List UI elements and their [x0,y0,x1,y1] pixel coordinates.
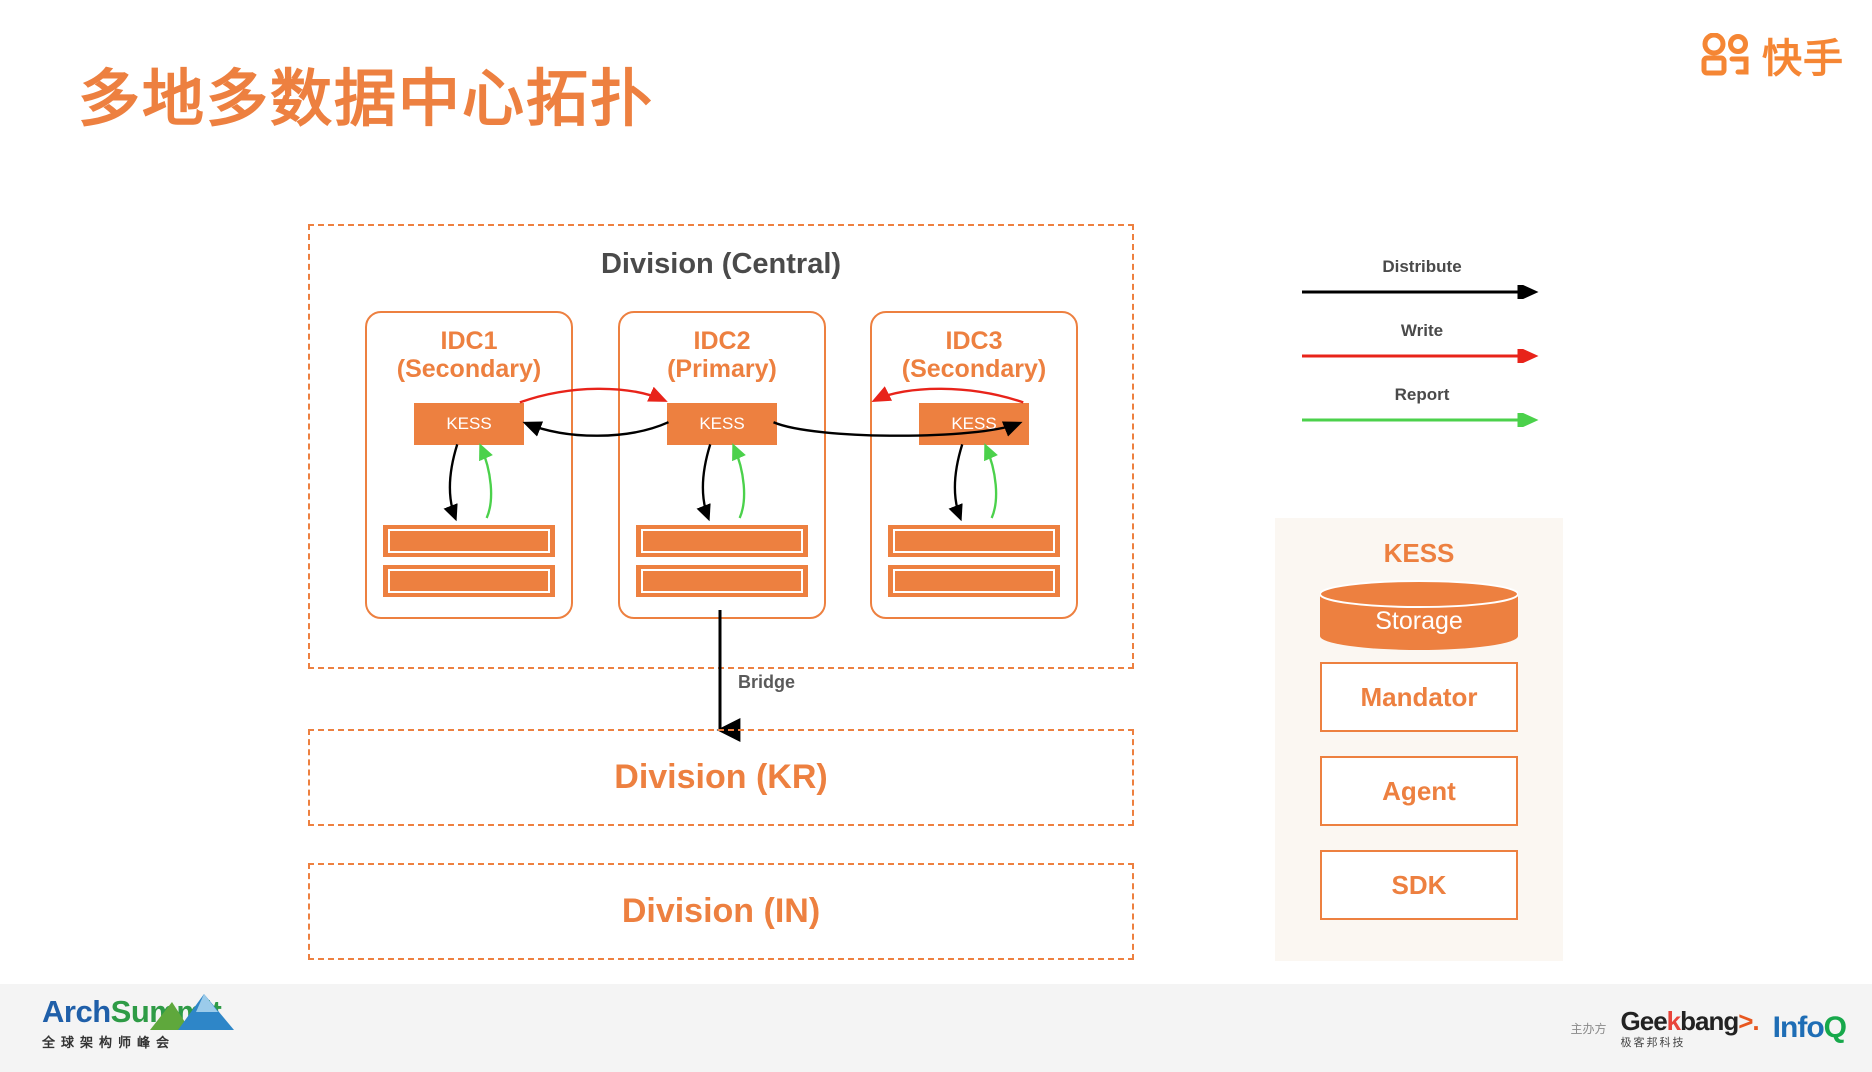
bridge-arrow [716,610,741,742]
legend-arrow-report [1302,410,1539,430]
distribute-arrow-2 [696,444,712,522]
report-arrow-2 [732,443,746,519]
idc-box-1[interactable]: IDC1 (Secondary) KESS [365,311,573,619]
bridge-label: Bridge [738,672,796,692]
legend-item-distribute: Distribute [1300,258,1544,322]
idc-role-3: (Secondary) [901,355,1047,383]
division-kr[interactable]: Division (KR) [308,729,1134,826]
rack-inner [641,569,803,593]
distribute-arrow-1 [443,444,459,522]
idc-name-2: IDC2 [693,327,751,355]
legend: Distribute Write Report [1300,258,1544,450]
division-central-title: Division (Central) [600,248,842,280]
kess-node-1[interactable]: KESS [414,403,524,445]
kess-component-agent[interactable]: Agent [1320,756,1518,826]
legend-label-report: Report [1394,385,1450,404]
mountain-icon [150,994,234,1030]
kess-node-3[interactable]: KESS [919,403,1029,445]
server-rack-3b [888,565,1060,597]
legend-item-report: Report [1300,386,1544,450]
geekbang-part2: bang [1680,1006,1739,1036]
kess-panel-title: KESS [1383,538,1455,568]
kess-panel: KESS Storage Mandator Agent SDK [1275,518,1563,961]
legend-label-distribute: Distribute [1382,257,1462,276]
idc-name-3: IDC3 [945,327,1003,355]
report-arrow-3 [984,443,998,519]
legend-label-write: Write [1400,321,1444,340]
kess-component-mandator[interactable]: Mandator [1320,662,1518,732]
rack-inner [641,529,803,553]
rack-inner [388,569,550,593]
kess-component-sdk[interactable]: SDK [1320,850,1518,920]
brand-logo: 快手 [1700,26,1844,84]
server-rack-2b [636,565,808,597]
geekbang-logo: Geekbang>. 极客邦科技 [1620,1006,1760,1049]
idc-title-1: IDC1 (Secondary) [367,327,571,383]
kess-node-2[interactable]: KESS [667,403,777,445]
cylinder-icon [1319,580,1519,650]
host-label: 主办方 [1570,1021,1607,1036]
footer-sponsors: 主办方 Geekbang>. 极客邦科技 InfoQ [1570,1006,1848,1049]
idc-role-1: (Secondary) [396,355,542,383]
storage-cylinder[interactable]: Storage [1319,580,1519,650]
geekbang-arrow: >. [1738,1006,1759,1036]
infoq-logo: InfoQ [1772,1011,1847,1044]
idc-box-3[interactable]: IDC3 (Secondary) KESS [870,311,1078,619]
geekbang-k: k [1666,1006,1682,1036]
report-arrow-1 [479,443,493,519]
idc-title-2: IDC2 (Primary) [620,327,824,383]
rack-inner [893,529,1055,553]
server-rack-3a [888,525,1060,557]
archsummit-arch: Arch [42,994,111,1029]
geekbang-subtitle: 极客邦科技 [1620,1036,1686,1049]
idc-title-3: IDC3 (Secondary) [872,327,1076,383]
footer-bar: ArchSummit 全球架构师峰会 主办方 Geekbang>. 极客邦科技 … [0,984,1872,1072]
distribute-arrow-3 [948,444,964,522]
server-rack-2a [636,525,808,557]
geekbang-wordmark: Geekbang>. [1620,1006,1760,1036]
server-rack-1b [383,565,555,597]
kuaishou-logo-icon [1701,33,1749,76]
page-title: 多地多数据中心拓扑 [78,62,655,135]
division-in[interactable]: Division (IN) [308,863,1134,960]
idc-box-2[interactable]: IDC2 (Primary) KESS [618,311,826,619]
idc-role-2: (Primary) [667,355,777,383]
storage-label: Storage [1375,607,1463,635]
archsummit-logo: ArchSummit 全球架构师峰会 [42,994,242,1051]
server-rack-1a [383,525,555,557]
legend-item-write: Write [1300,322,1544,386]
idc-name-1: IDC1 [440,327,498,355]
legend-arrow-distribute [1302,282,1539,302]
rack-inner [388,529,550,553]
legend-arrow-write [1302,346,1539,366]
geekbang-part1: Gee [1620,1006,1668,1036]
archsummit-subtitle: 全球架构师峰会 [42,1036,176,1051]
rack-inner [893,569,1055,593]
division-central: Division (Central) IDC1 (Secondary) KESS [308,224,1134,669]
infoq-q: Q [1823,1011,1847,1044]
brand-name: 快手 [1762,36,1844,82]
infoq-info: Info [1772,1011,1825,1044]
